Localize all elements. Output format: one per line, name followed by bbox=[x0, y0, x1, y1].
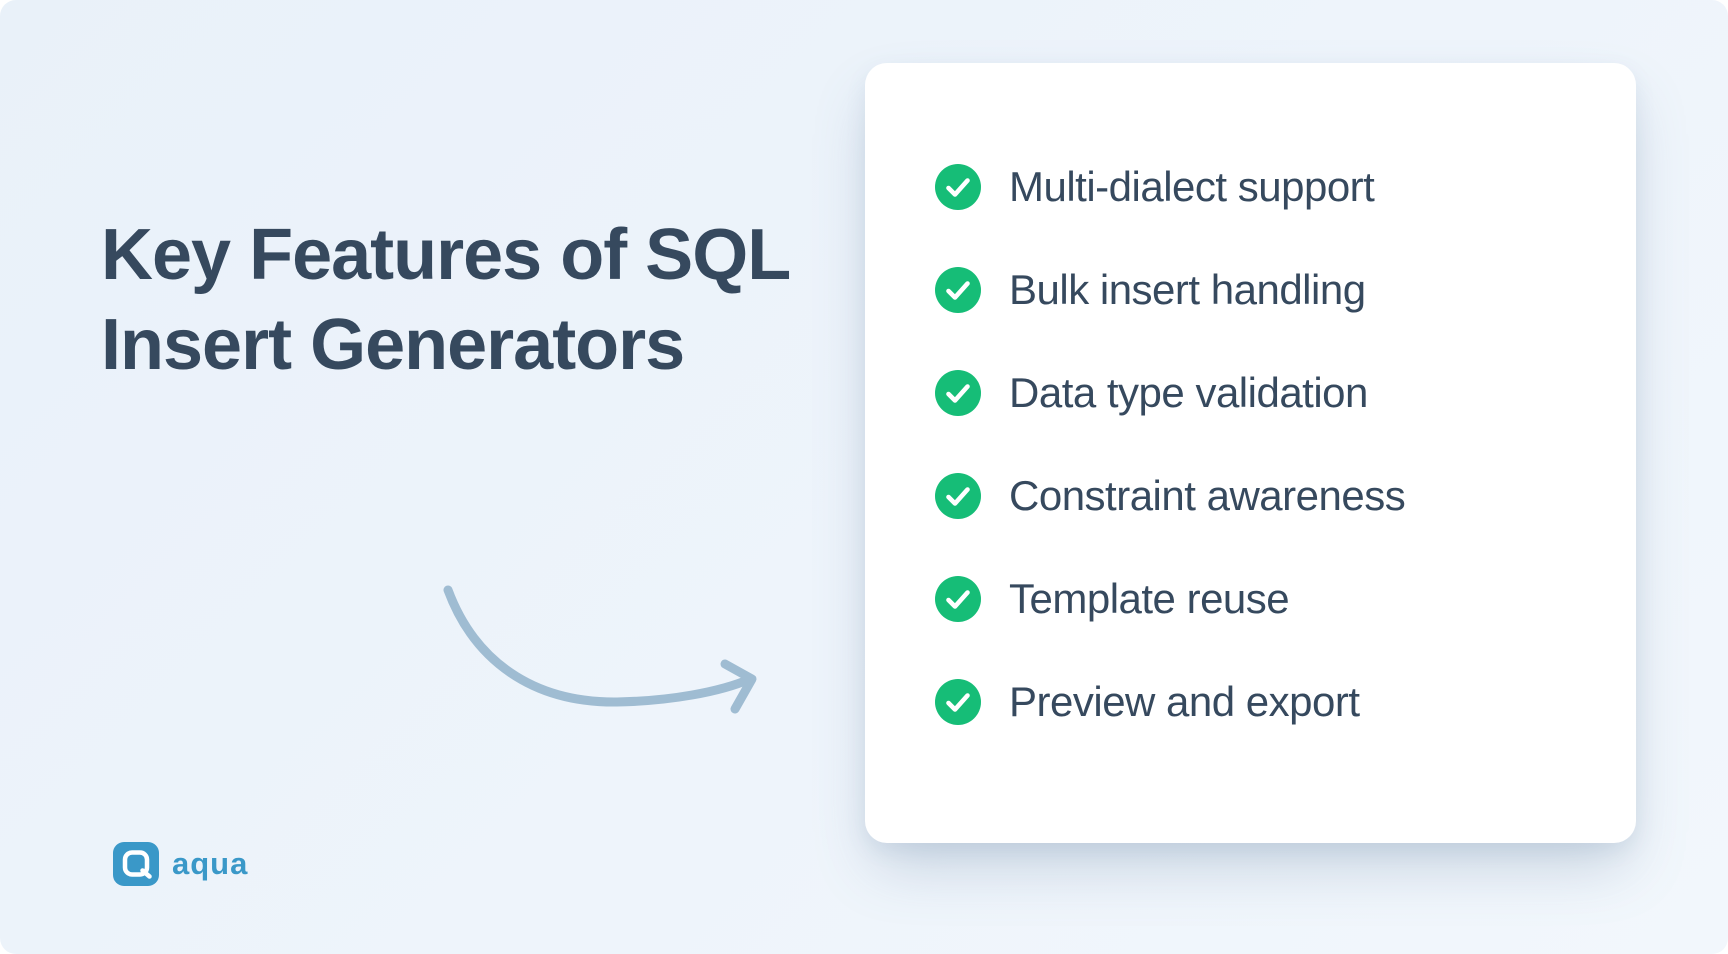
check-icon bbox=[935, 679, 981, 725]
feature-item: Template reuse bbox=[935, 576, 1596, 622]
check-icon bbox=[935, 473, 981, 519]
feature-item-label: Preview and export bbox=[1009, 678, 1360, 725]
check-icon bbox=[935, 370, 981, 416]
feature-item-label: Bulk insert handling bbox=[1009, 266, 1366, 313]
feature-item: Bulk insert handling bbox=[935, 267, 1596, 313]
check-icon bbox=[935, 164, 981, 210]
features-card: Multi-dialect support Bulk insert handli… bbox=[865, 63, 1636, 843]
feature-item-label: Multi-dialect support bbox=[1009, 163, 1375, 210]
feature-item: Data type validation bbox=[935, 370, 1596, 416]
page-title-line2: Insert Generators bbox=[101, 305, 685, 385]
curved-arrow-icon bbox=[443, 585, 757, 714]
check-icon bbox=[935, 267, 981, 313]
feature-item: Multi-dialect support bbox=[935, 164, 1596, 210]
check-icon bbox=[935, 576, 981, 622]
page-title-line1: Key Features of SQL bbox=[101, 215, 791, 295]
aqua-logo: aqua bbox=[113, 842, 248, 886]
aqua-logo-icon bbox=[113, 842, 159, 886]
feature-item-label: Constraint awareness bbox=[1009, 472, 1406, 519]
aqua-logo-wordmark: aqua bbox=[172, 846, 249, 881]
feature-item-label: Template reuse bbox=[1009, 575, 1290, 622]
feature-item: Preview and export bbox=[935, 679, 1596, 725]
feature-item: Constraint awareness bbox=[935, 473, 1596, 519]
page-title: Key Features of SQL Insert Generators bbox=[101, 210, 791, 390]
feature-item-label: Data type validation bbox=[1009, 369, 1368, 416]
